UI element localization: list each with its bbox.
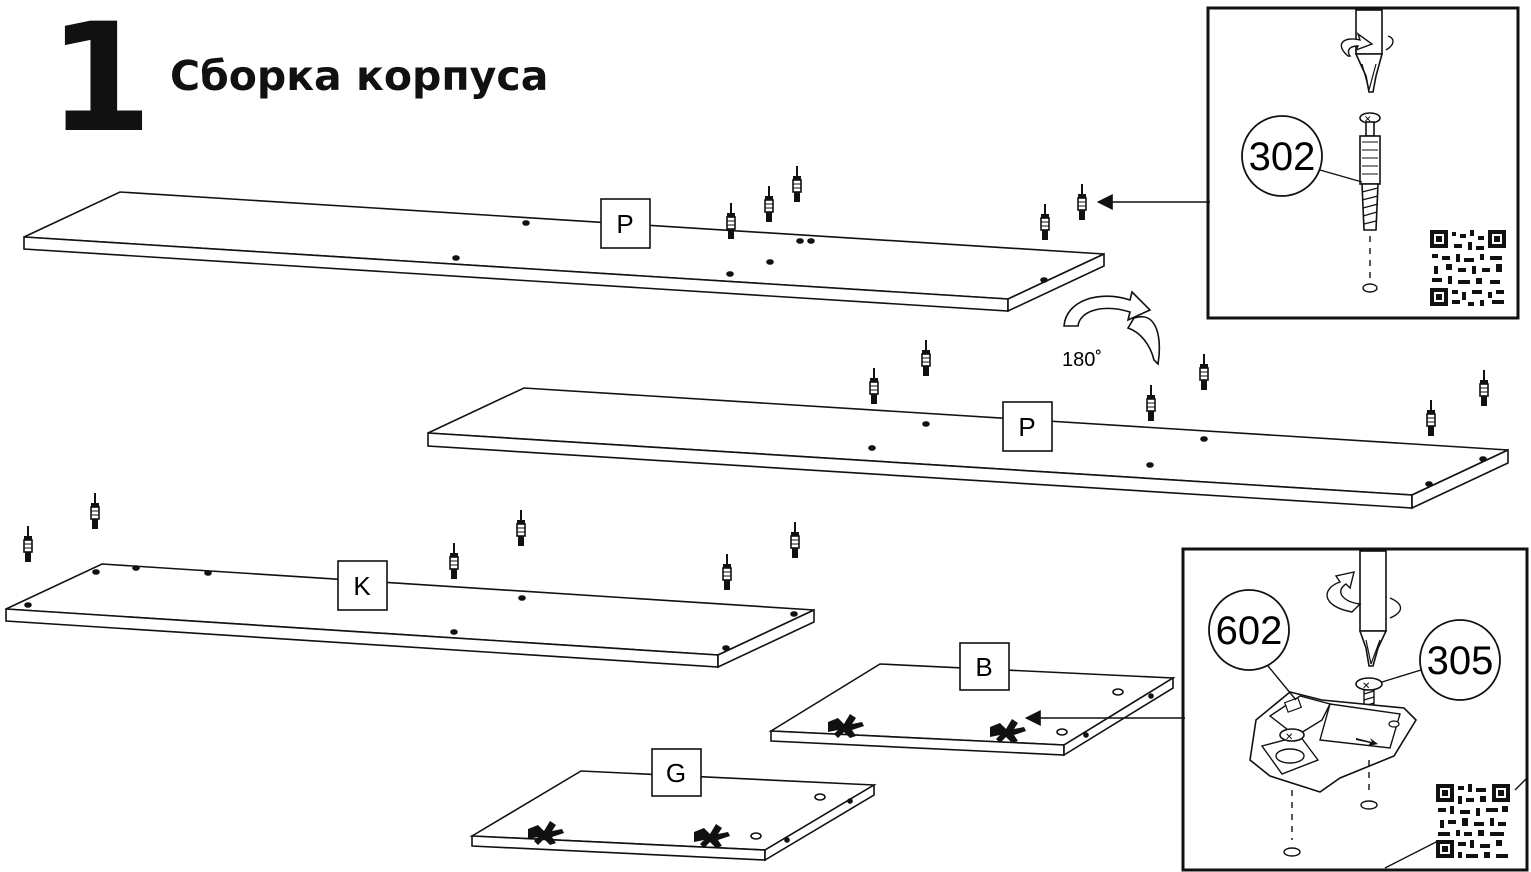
panel-label-bottom: K — [353, 571, 371, 601]
qr-code-2 — [1436, 784, 1510, 858]
detail-inset-dowel: ✕ 302 — [1096, 6, 1520, 320]
callout-602: 602 — [1216, 609, 1283, 653]
svg-text:✕: ✕ — [1364, 114, 1372, 124]
rotation-label: 180˚ — [1062, 349, 1102, 371]
qr-code-1 — [1430, 230, 1506, 306]
dowels-top — [726, 165, 1087, 241]
rotation-arrow — [1063, 290, 1161, 366]
panel-label-door-g: G — [666, 758, 686, 788]
door-g — [469, 770, 877, 862]
callout-305: 305 — [1427, 639, 1494, 683]
panel-bottom — [5, 563, 815, 669]
panel-top — [23, 191, 1105, 313]
door-b — [768, 663, 1176, 757]
label-box-door-g: G — [651, 748, 702, 797]
step-number: 1 — [48, 0, 152, 166]
label-box-bottom: K — [337, 560, 388, 611]
panel-label-top: P — [616, 209, 633, 239]
svg-text:✕: ✕ — [1285, 732, 1293, 743]
label-box-door-b: B — [959, 642, 1010, 691]
panel-label-middle: P — [1018, 412, 1035, 442]
panel-middle — [427, 387, 1509, 510]
label-box-middle: P — [1002, 401, 1053, 452]
panel-label-door-b: B — [975, 652, 992, 682]
svg-text:✕: ✕ — [1362, 681, 1370, 692]
detail-inset-hinge: ✕ ✕ 602 305 — [1024, 547, 1529, 872]
step-title: Сборка корпуса — [170, 52, 549, 100]
label-box-top: P — [600, 198, 651, 249]
callout-302: 302 — [1249, 135, 1316, 179]
